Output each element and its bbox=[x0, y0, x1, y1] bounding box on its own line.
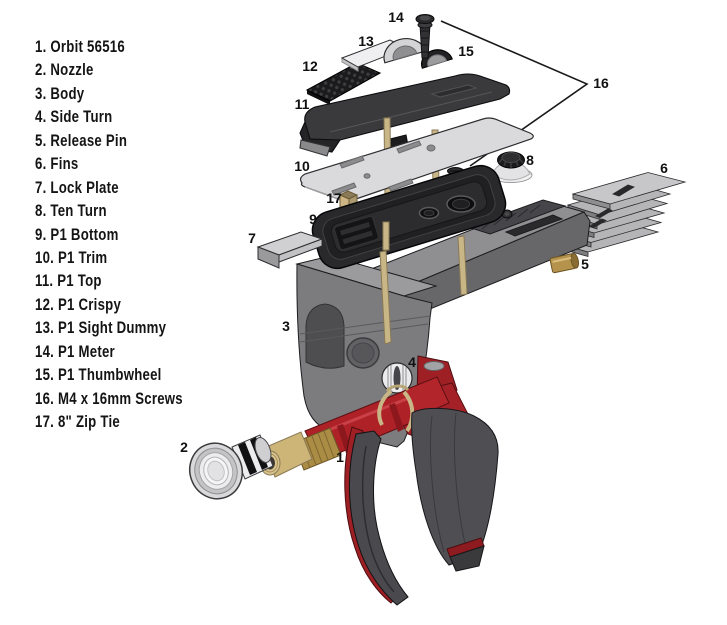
callout-4: 4 bbox=[408, 354, 416, 370]
part-p1-trim bbox=[301, 118, 534, 201]
part-ten-turn bbox=[490, 152, 532, 183]
parts-list-item: 1. Orbit 56516 bbox=[35, 38, 125, 56]
callout-9: 9 bbox=[309, 211, 317, 227]
callout-5: 5 bbox=[581, 256, 589, 272]
parts-list-item: 5. Release Pin bbox=[35, 131, 128, 150]
parts-list-item: 9. P1 Bottom bbox=[35, 225, 119, 244]
part-release-pin bbox=[550, 253, 580, 273]
callout-17: 17 bbox=[326, 190, 342, 206]
parts-list-item: 3. Body bbox=[35, 84, 85, 103]
part-body bbox=[297, 200, 590, 447]
callout-15: 15 bbox=[458, 43, 474, 59]
part-p1-bottom bbox=[308, 161, 510, 273]
callout-12: 12 bbox=[302, 58, 318, 74]
parts-list-item: 13. P1 Sight Dummy bbox=[35, 319, 167, 338]
callout-8: 8 bbox=[526, 152, 534, 168]
callout-3: 3 bbox=[282, 318, 290, 334]
zip-tie-strap bbox=[379, 386, 412, 431]
callout-7: 7 bbox=[248, 230, 256, 246]
part-screw-top bbox=[416, 15, 434, 59]
callout-6: 6 bbox=[660, 160, 668, 176]
callout-13: 13 bbox=[358, 33, 374, 49]
handle-grip bbox=[412, 408, 498, 565]
part-gun-orbit bbox=[260, 356, 498, 605]
part-p1-meter bbox=[382, 36, 427, 63]
part-p1-top bbox=[300, 74, 510, 156]
parts-list-item: 14. P1 Meter bbox=[35, 342, 115, 361]
trigger-lever bbox=[349, 431, 408, 605]
part-p1-thumbwheel bbox=[420, 48, 453, 68]
callout-2: 2 bbox=[180, 439, 188, 455]
parts-list-item: 16. M4 x 16mm Screws bbox=[35, 389, 183, 408]
parts-list-item: 17. 8" Zip Tie bbox=[35, 413, 120, 431]
parts-list-item: 2. Nozzle bbox=[35, 61, 94, 80]
parts-list-item: 15. P1 Thumbwheel bbox=[35, 366, 162, 385]
parts-list-item: 6. Fins bbox=[35, 155, 79, 174]
parts-list-item: 10. P1 Trim bbox=[35, 248, 108, 267]
parts-list-item: 12. P1 Crispy bbox=[35, 295, 122, 314]
callout-16: 16 bbox=[593, 75, 609, 91]
part-lock-plate bbox=[258, 232, 322, 268]
part-side-turn bbox=[382, 363, 412, 393]
callout-1: 1 bbox=[336, 449, 344, 465]
parts-list-item: 8. Ten Turn bbox=[35, 202, 107, 221]
part-p1-crispy bbox=[307, 63, 380, 105]
callout-14: 14 bbox=[388, 9, 404, 25]
parts-list-item: 7. Lock Plate bbox=[35, 178, 119, 197]
parts-list-item: 11. P1 Top bbox=[35, 272, 102, 291]
part-nozzle bbox=[182, 435, 274, 506]
callout-11: 11 bbox=[295, 96, 310, 112]
parts-list-item: 4. Side Turn bbox=[35, 108, 113, 127]
zip-tie-rods-lower bbox=[380, 236, 467, 344]
parts-list: 1. Orbit 56516 2. Nozzle 3. Body 4. Side Tu… bbox=[35, 36, 220, 434]
callout-10: 10 bbox=[294, 158, 310, 174]
